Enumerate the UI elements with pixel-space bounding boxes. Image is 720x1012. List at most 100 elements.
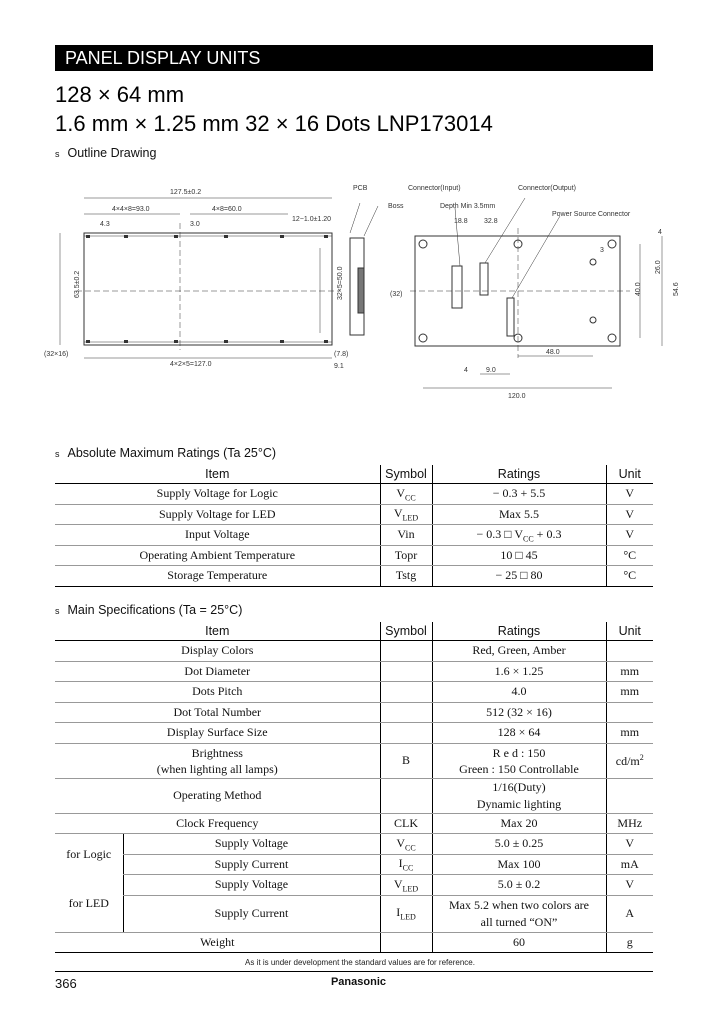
cell-item: Storage Temperature <box>55 565 380 587</box>
cell-symbol <box>379 681 432 703</box>
cell-item: Operating Method <box>55 778 380 814</box>
pcb-label: PCB <box>353 185 368 192</box>
cell-item: Operating Ambient Temperature <box>55 545 380 566</box>
table-row: Supply Voltage for LED VLED Max 5.5 V <box>55 504 653 525</box>
dim-18: 18.8 <box>454 218 468 225</box>
cell-unit: V <box>605 483 653 505</box>
outline-drawing: 127.5±0.2 4×4×8=93.0 4×8=60.0 12−1.0±1.2… <box>44 185 680 400</box>
table-row: Input Voltage Vin − 0.3 □ VCC + 0.3 V <box>55 524 653 546</box>
cell-unit: mm <box>605 661 653 682</box>
front-view-holes <box>86 235 328 343</box>
bullet-marker: s <box>55 606 60 616</box>
front-view <box>59 197 340 359</box>
table-row: Dots Pitch 4.0 mm <box>55 681 653 703</box>
section-banner: PANEL DISPLAY UNITS <box>55 45 653 71</box>
cell-item: Supply Current <box>122 854 380 875</box>
col-symbol: Symbol <box>379 622 432 641</box>
power-connector-label: Power Source Connector <box>552 211 631 218</box>
dim-54: 54.6 <box>673 282 680 296</box>
cell-rating: − 0.3 □ VCC + 0.3 <box>431 524 606 546</box>
table-row: Supply Current ICC Max 100 mA <box>55 854 653 875</box>
cell-symbol <box>379 702 432 723</box>
table-row: Operating Method 1/16(Duty)Dynamic light… <box>55 778 653 814</box>
cell-unit: °C <box>605 565 653 587</box>
dim-48: 48.0 <box>546 349 560 356</box>
cell-item: Dot Diameter <box>55 661 380 682</box>
cell-unit: °C <box>605 545 653 566</box>
cell-item: Supply Voltage <box>122 874 380 896</box>
dim-26: 26.0 <box>655 260 662 274</box>
dim-left-pitch: 4×4×8=93.0 <box>112 206 150 213</box>
dim-height: 63.5±0.2 <box>74 271 81 298</box>
cell-item: Clock Frequency <box>55 813 380 834</box>
cell-item: Weight <box>55 932 380 953</box>
cell-rating: Red, Green, Amber <box>431 640 606 662</box>
cell-symbol: Topr <box>379 545 432 566</box>
bullet-marker: s <box>55 449 60 459</box>
dim-small1: 4.3 <box>100 221 110 228</box>
cell-rating: Max 5.5 <box>431 504 606 525</box>
dim-4-1: 4 <box>464 367 468 374</box>
dim-bottom: 4×2×5=127.0 <box>170 361 212 368</box>
table-row: Supply Voltage for Logic VCC − 0.3 + 5.5… <box>55 483 653 505</box>
cell-symbol: Vin <box>379 524 432 546</box>
table-row: Display Colors Red, Green, Amber <box>55 640 653 662</box>
dim-small2: 3.0 <box>190 221 200 228</box>
dim-3: 3 <box>600 247 604 254</box>
cell-unit: A <box>605 895 653 933</box>
cell-rating: 1.6 × 1.25 <box>431 661 606 682</box>
col-symbol: Symbol <box>379 465 432 484</box>
col-ratings: Ratings <box>431 622 606 641</box>
dim-right-pitch: 4×8=60.0 <box>212 206 242 213</box>
cell-rating: 512 (32 × 16) <box>431 702 606 723</box>
dim-inner: 32×5=50.0 <box>337 266 344 300</box>
col-unit: Unit <box>605 622 653 641</box>
cell-unit: V <box>605 524 653 546</box>
table-row: Dot Diameter 1.6 × 1.25 mm <box>55 661 653 682</box>
size-title: 128 × 64 mm <box>55 82 185 107</box>
cell-symbol <box>379 932 432 953</box>
cell-item: Brightness(when lighting all lamps) <box>55 743 380 779</box>
cell-symbol: VCC <box>379 833 432 855</box>
dim-holes: 12−1.0±1.20 <box>292 216 331 223</box>
cell-rating: 10 □ 45 <box>431 545 606 566</box>
depth-label: Depth Min 3.5mm <box>440 203 495 210</box>
table-row: Dot Total Number 512 (32 × 16) <box>55 702 653 723</box>
dim-top: 127.5±0.2 <box>170 189 201 196</box>
cell-symbol: Tstg <box>379 565 432 587</box>
cell-symbol <box>379 778 432 814</box>
cell-rating: Max 100 <box>431 854 606 875</box>
cell-rating: 5.0 ± 0.25 <box>431 833 606 855</box>
cell-rating: 4.0 <box>431 681 606 703</box>
cell-unit: V <box>605 874 653 896</box>
dim-40: 40.0 <box>635 282 642 296</box>
table-row: Operating Ambient Temperature Topr 10 □ … <box>55 545 653 566</box>
side-view <box>349 202 379 336</box>
cell-unit <box>605 778 653 814</box>
table-header-row: Item Symbol Ratings Unit <box>55 622 653 641</box>
dim-9: 9.0 <box>486 367 496 374</box>
dim-120: 120.0 <box>508 393 526 400</box>
cell-rating: 1/16(Duty)Dynamic lighting <box>431 778 606 814</box>
cell-symbol <box>379 640 432 662</box>
cell-item: Dots Pitch <box>55 681 380 703</box>
reference-note: As it is under development the standard … <box>245 958 475 967</box>
cell-unit: mA <box>605 854 653 875</box>
cell-symbol: B <box>379 743 432 779</box>
cell-unit: V <box>605 833 653 855</box>
cell-item: Dot Total Number <box>55 702 380 723</box>
brand-logo: Panasonic <box>330 976 386 988</box>
main-spec-table: Item Symbol Ratings Unit Display Colors … <box>55 622 653 953</box>
cell-rating: − 25 □ 80 <box>431 565 606 587</box>
footer-rule <box>55 971 653 972</box>
cell-unit: mm <box>605 722 653 744</box>
table-row: Display Surface Size 128 × 64 mm <box>55 722 653 744</box>
table-row: for LED Supply Voltage VLED 5.0 ± 0.2 V <box>55 874 653 933</box>
cell-rating: 5.0 ± 0.2 <box>431 874 606 896</box>
cell-unit: V <box>605 504 653 525</box>
dim-9-1: 9.1 <box>334 363 344 370</box>
table-row: Storage Temperature Tstg − 25 □ 80 °C <box>55 565 653 587</box>
